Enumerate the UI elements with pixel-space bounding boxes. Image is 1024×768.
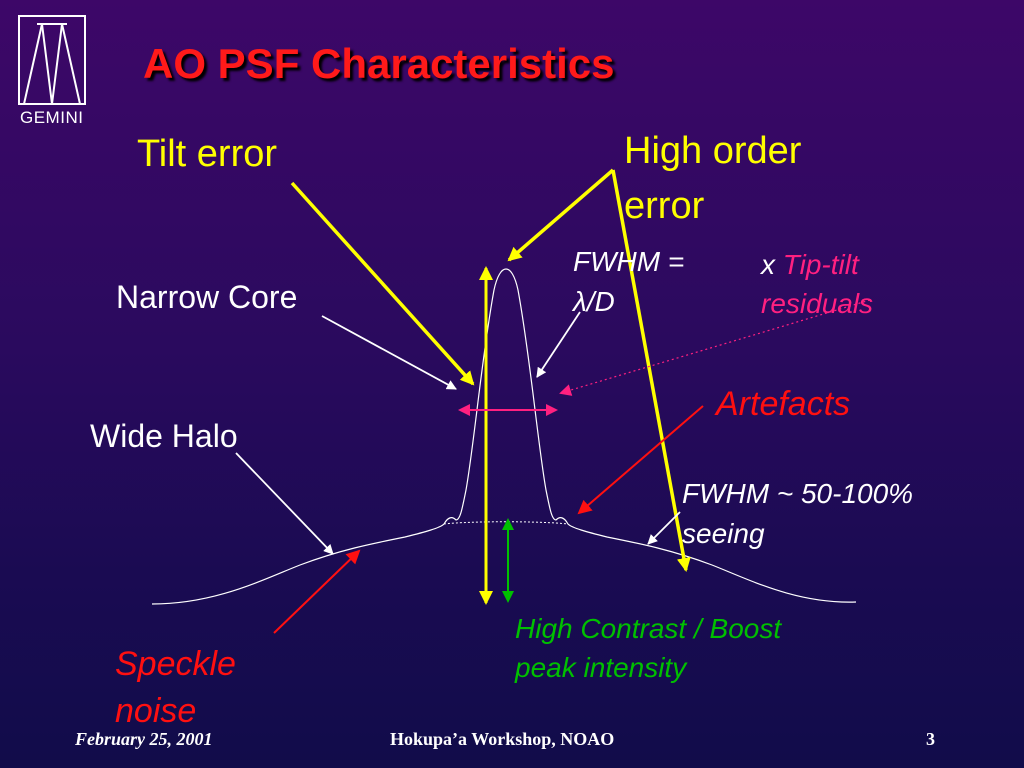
fwhm-core-label-2: λ/D <box>573 286 615 317</box>
fwhm-core-label-1: FWHM = <box>573 246 685 277</box>
fwhm-halo-label-2: seeing <box>682 518 765 549</box>
narrow-core-label: Narrow Core <box>116 279 298 315</box>
footer-date: February 25, 2001 <box>75 729 213 749</box>
tiptilt-dotted-pointer <box>559 299 871 396</box>
psf-curve <box>151 268 857 605</box>
page-title: AO PSF Characteristics <box>143 40 615 87</box>
tiptilt-label-1: x Tip-tilt <box>761 249 859 281</box>
wide-halo-label: Wide Halo <box>90 418 238 454</box>
artefacts-label: Artefacts <box>716 385 851 423</box>
narrow-core-arrow <box>321 315 457 390</box>
footer-page-number: 3 <box>926 729 935 749</box>
tiptilt-text: Tip-tilt <box>782 249 859 280</box>
high-order-error-label-2: error <box>624 185 705 227</box>
fwhm-halo-label-1: FWHM ~ 50-100% <box>682 478 914 509</box>
tiptilt-label-2: residuals <box>761 288 874 319</box>
artefacts-arrow <box>577 405 704 515</box>
speckle-noise-arrow <box>273 549 361 634</box>
fwhm-core-arrow <box>536 311 581 378</box>
tilt-error-label: Tilt error <box>137 133 278 175</box>
footer-event: Hokupa’a Workshop, NOAO <box>390 729 615 749</box>
wide-halo-arrow <box>235 452 334 555</box>
tilt-error-arrow <box>290 181 475 386</box>
speckle-noise-label-1: Speckle <box>115 645 236 683</box>
high-order-error-arrow-peak <box>507 168 615 262</box>
high-contrast-label-2: peak intensity <box>515 652 687 683</box>
high-order-error-arrow-halo <box>611 169 691 572</box>
tiptilt-prefix: x <box>761 249 783 280</box>
halo-dotted-continuation <box>443 521 569 525</box>
high-contrast-label-1: High Contrast / Boost <box>515 613 782 644</box>
logo-text: GEMINI <box>20 108 84 127</box>
high-order-error-label-1: High order <box>624 130 802 172</box>
speckle-noise-label-2: noise <box>115 692 197 730</box>
fwhm-halo-arrow <box>647 511 681 545</box>
